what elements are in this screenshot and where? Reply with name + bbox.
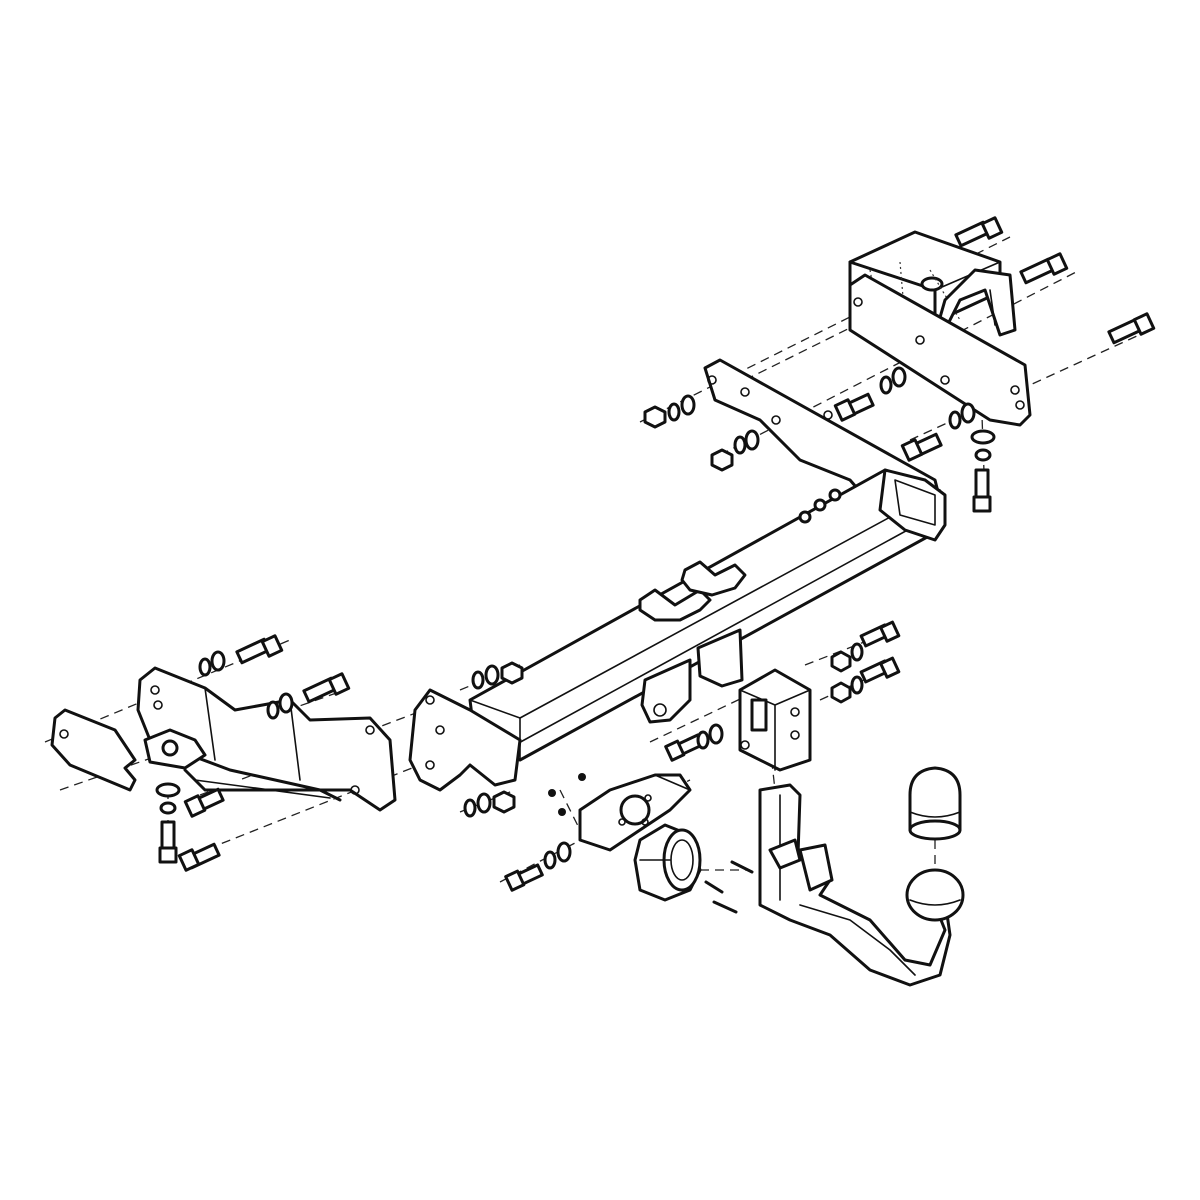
left-mounting-plate (50, 708, 137, 792)
washer-pair (879, 366, 976, 430)
tow-ball-cap (908, 766, 962, 841)
bolt (900, 432, 943, 462)
bolt (235, 634, 284, 665)
bolt (1107, 312, 1156, 345)
left-mounting-bracket (136, 666, 397, 812)
washer-vertical (970, 429, 996, 462)
bolt (504, 863, 544, 892)
bolt (833, 392, 875, 422)
nut-washer-set (830, 642, 864, 704)
washer-pair (696, 723, 724, 750)
bolt (158, 820, 178, 864)
bolt (1019, 252, 1069, 285)
ball-mount-receiver (738, 668, 812, 772)
nut-washer-set (643, 394, 696, 429)
socket-bracket (578, 773, 692, 852)
nuts-and-washers (155, 366, 996, 870)
nut-washer-set (463, 790, 516, 818)
tube-nuts (798, 488, 842, 524)
bolt (954, 216, 1004, 248)
bolt (859, 656, 901, 684)
bolt (859, 620, 901, 648)
washer-vertical (155, 782, 181, 815)
bolt (183, 787, 225, 818)
bolt (177, 842, 221, 872)
left-side-plate (408, 688, 522, 792)
nut-washer-set (710, 429, 760, 472)
detachable-tow-ball (758, 783, 965, 987)
washer-pair (198, 650, 294, 720)
small-nuts (548, 773, 586, 816)
bolt (664, 733, 704, 762)
bolt (972, 468, 992, 513)
screw (704, 860, 754, 914)
bolts (158, 216, 1156, 914)
nut-washer-set (543, 841, 572, 870)
bolt (302, 672, 351, 704)
right-mounting-plate (848, 273, 1032, 427)
nut-washer-set (471, 661, 524, 690)
electrical-socket (633, 823, 702, 902)
crossbar (468, 468, 947, 762)
